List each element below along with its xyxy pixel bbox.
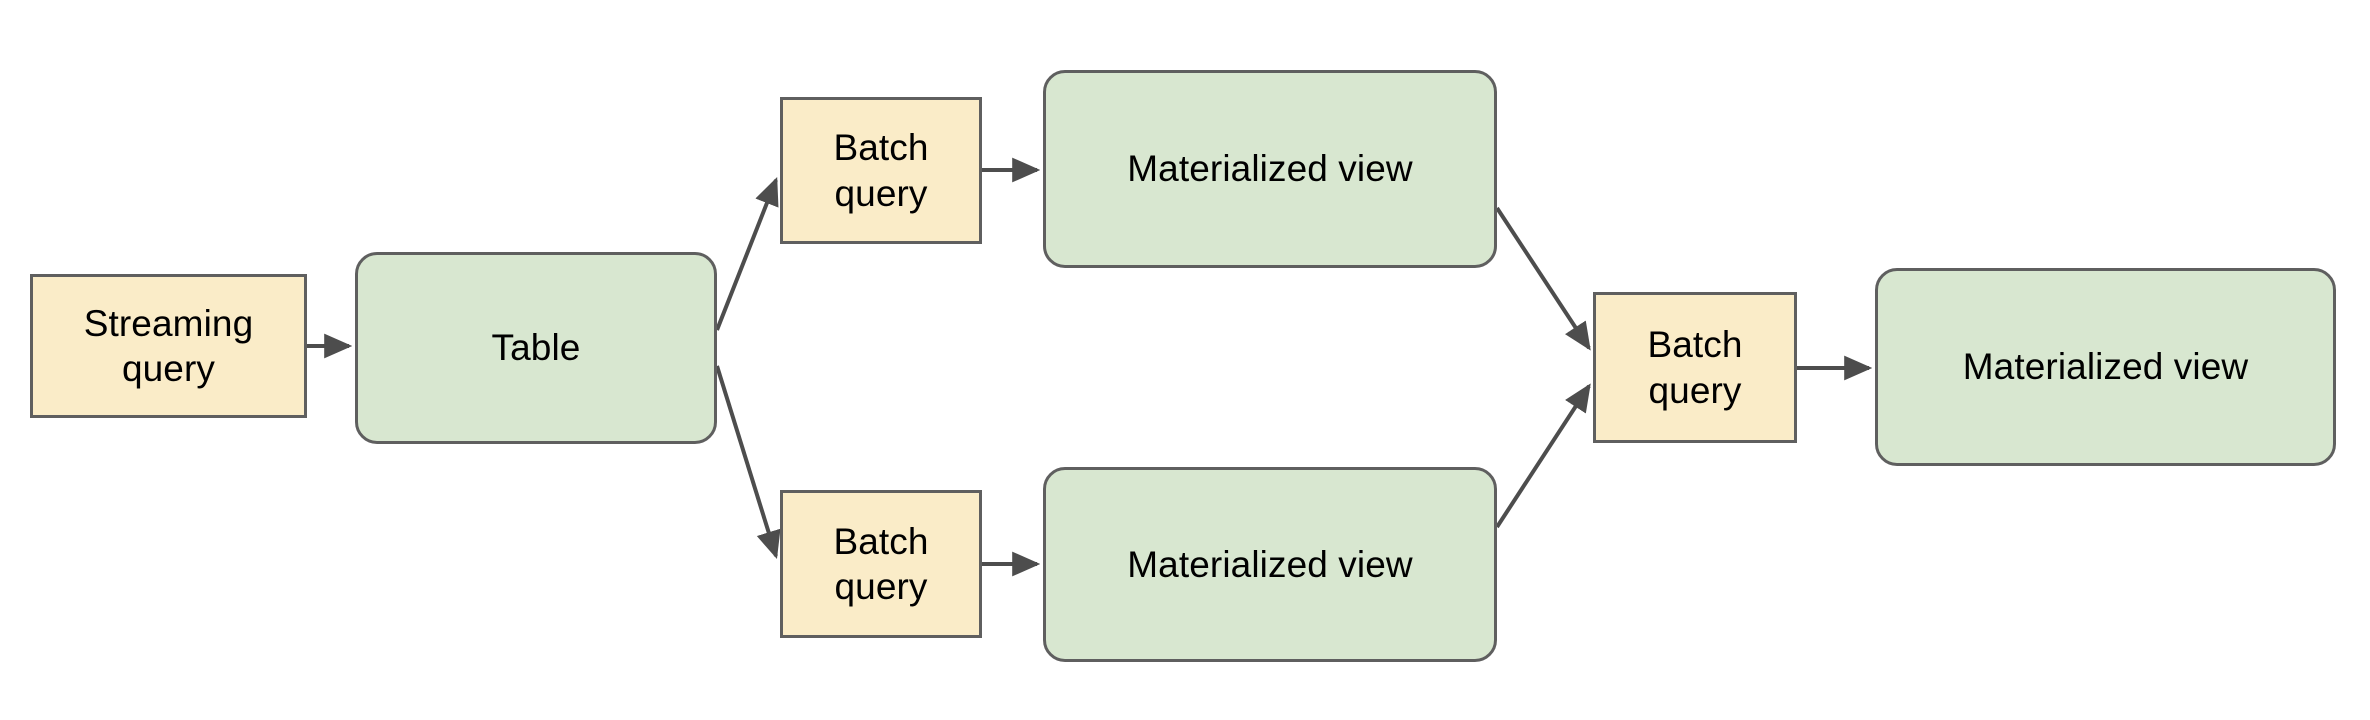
node-label: Batch query [833,520,929,607]
edge-table-to-batch-bottom [715,365,781,560]
node-batch-query-top[interactable]: Batch query [780,97,982,244]
node-table[interactable]: Table [355,252,717,444]
edge-mv-top-to-join [1495,206,1591,351]
node-batch-query-bottom[interactable]: Batch query [780,490,982,638]
node-materialized-view-bottom[interactable]: Materialized view [1043,467,1497,662]
edge-table-to-batch-top [715,177,779,331]
node-label: Materialized view [1127,543,1413,585]
edge-mv-bottom-to-join [1495,383,1591,529]
node-label: Table [491,327,581,369]
node-batch-query-join[interactable]: Batch query [1593,292,1797,443]
node-label: Streaming query [83,302,254,389]
node-label: Materialized view [1127,148,1413,190]
node-materialized-view-top[interactable]: Materialized view [1043,70,1497,268]
node-label: Batch query [1647,324,1743,411]
node-materialized-view-final[interactable]: Materialized view [1875,268,2336,466]
node-streaming-query[interactable]: Streaming query [30,274,307,418]
node-label: Batch query [833,127,929,214]
node-label: Materialized view [1962,346,2249,388]
